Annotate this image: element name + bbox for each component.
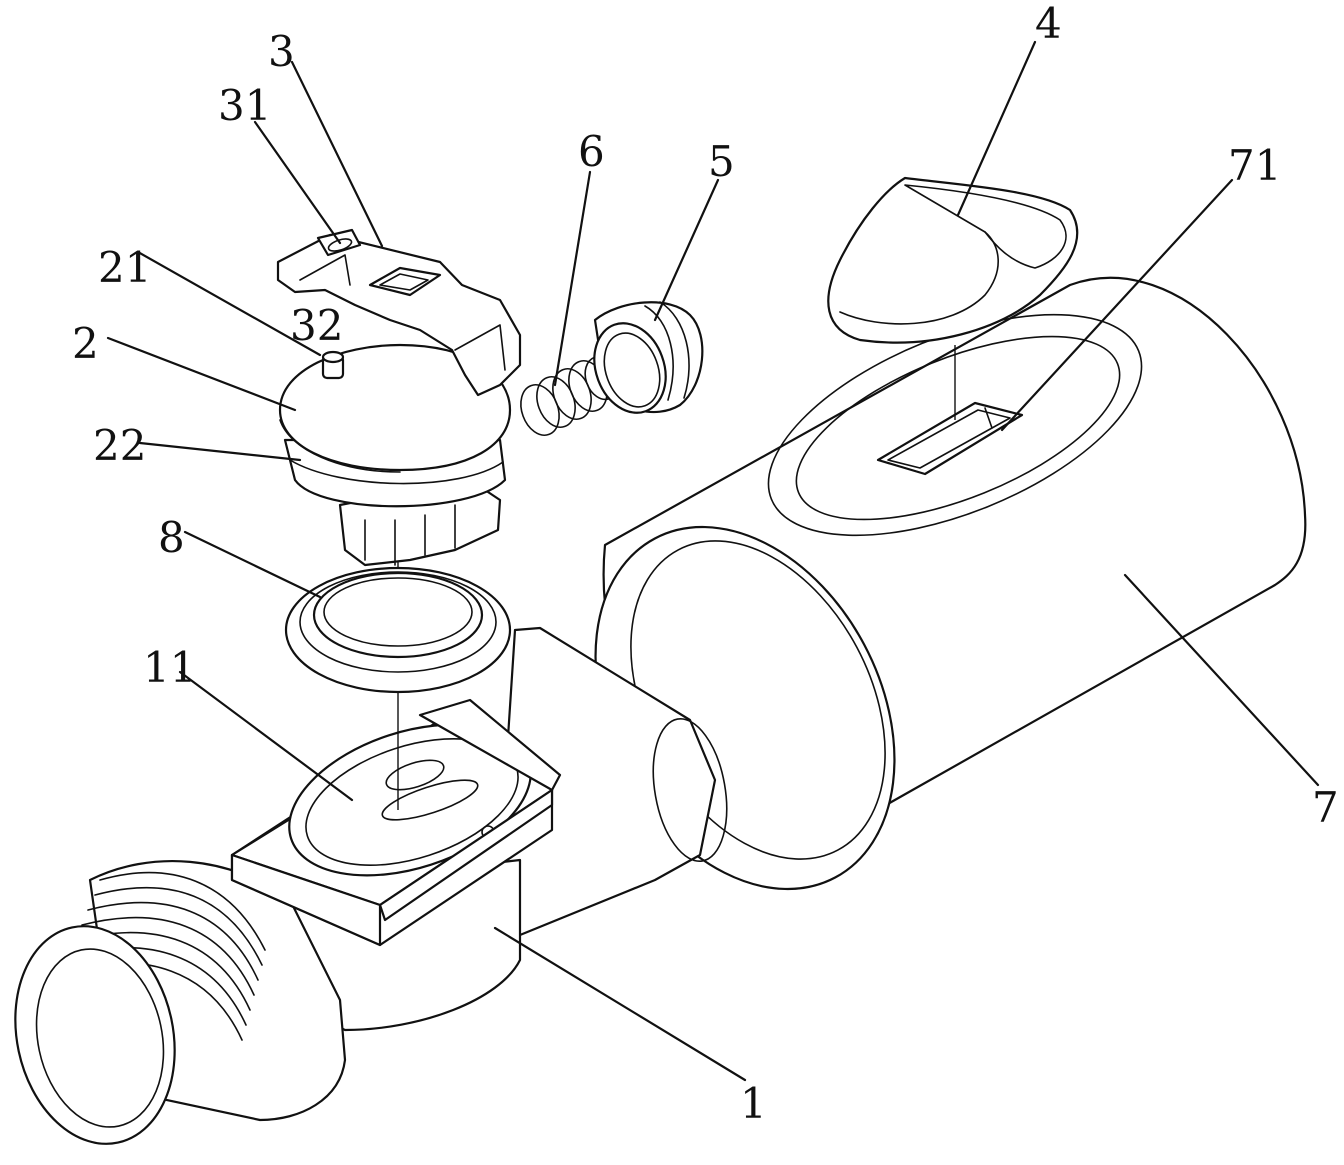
label-31: 31 bbox=[218, 81, 271, 130]
label-11: 11 bbox=[143, 643, 196, 692]
label-7: 7 bbox=[1312, 783, 1339, 832]
label-2: 2 bbox=[72, 319, 99, 368]
label-6: 6 bbox=[578, 127, 605, 176]
part-5-sleeve bbox=[582, 302, 702, 423]
label-71: 71 bbox=[1228, 141, 1281, 190]
label-4: 4 bbox=[1035, 0, 1062, 48]
label-22: 22 bbox=[93, 421, 146, 470]
part-8-seal-ring bbox=[286, 568, 510, 692]
label-1: 1 bbox=[740, 1079, 767, 1128]
label-32: 32 bbox=[290, 301, 343, 350]
label-21: 21 bbox=[98, 243, 151, 292]
label-3: 3 bbox=[268, 27, 295, 76]
label-8: 8 bbox=[158, 513, 185, 562]
label-5: 5 bbox=[708, 137, 735, 186]
